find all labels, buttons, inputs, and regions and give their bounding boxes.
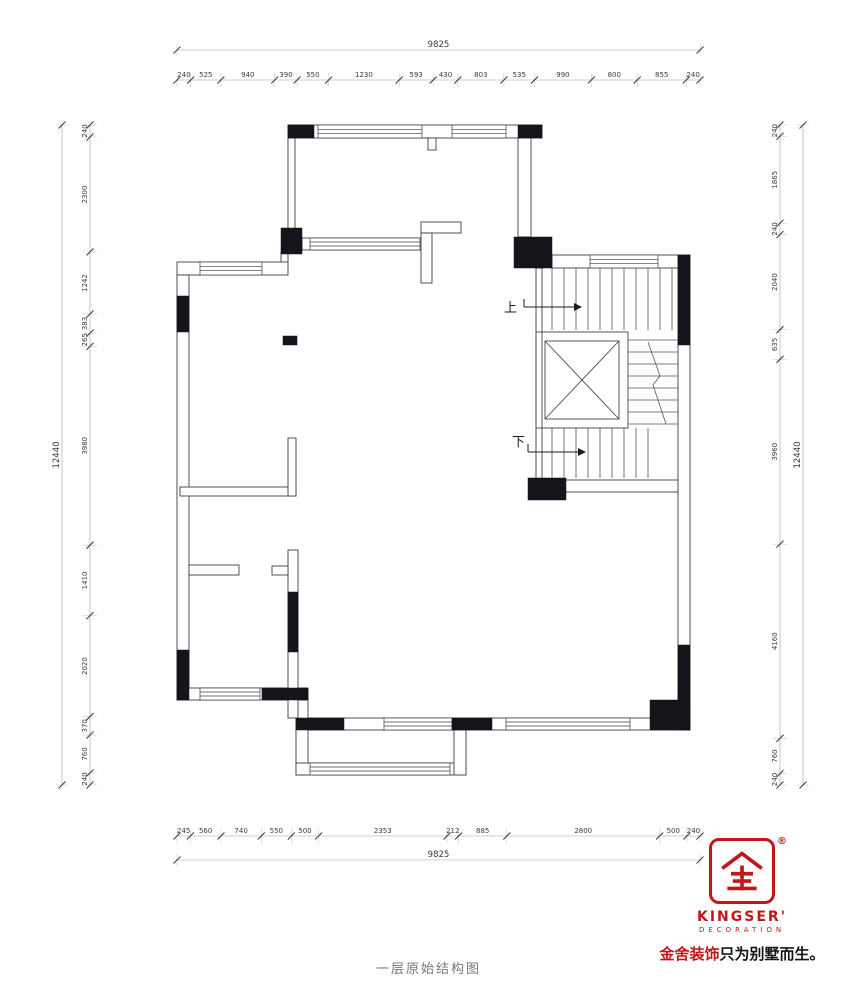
wall-outlines — [176, 124, 691, 776]
kingser-logo: ® KINGSER' DECORATION 金舍装饰只为别墅而生。 — [637, 836, 847, 964]
svg-text:855: 855 — [655, 71, 668, 79]
svg-text:390: 390 — [279, 71, 292, 79]
svg-text:240: 240 — [177, 71, 190, 79]
stair-down-label: 下 — [512, 435, 525, 450]
svg-text:3980: 3980 — [81, 437, 89, 455]
drawing-title: 一层原始结构图 — [375, 962, 481, 977]
svg-text:240: 240 — [771, 773, 779, 786]
svg-text:535: 535 — [513, 71, 526, 79]
svg-text:550: 550 — [270, 827, 283, 835]
svg-text:885: 885 — [476, 827, 489, 835]
svg-text:1410: 1410 — [81, 571, 89, 589]
svg-text:550: 550 — [306, 71, 319, 79]
svg-text:990: 990 — [556, 71, 569, 79]
svg-text:12440: 12440 — [793, 441, 803, 468]
svg-text:2300: 2300 — [81, 186, 89, 204]
svg-text:2040: 2040 — [771, 273, 779, 291]
svg-text:1230: 1230 — [355, 71, 373, 79]
svg-text:240: 240 — [771, 222, 779, 235]
logo-slogan-brand: 金舍装饰 — [659, 945, 720, 963]
svg-text:800: 800 — [608, 71, 621, 79]
svg-text:740: 740 — [234, 827, 247, 835]
svg-text:370: 370 — [81, 719, 89, 732]
logo-seal: ® — [709, 836, 787, 904]
window-hatches — [199, 124, 659, 776]
svg-text:265: 265 — [81, 333, 89, 346]
logo-brand-name: KINGSER' — [697, 909, 787, 925]
svg-text:803: 803 — [474, 71, 487, 79]
dimension-chains: 240 525 940 390 550 1230 593 430 803 535 990 800 855… — [52, 40, 809, 866]
staircase-and-elevator — [523, 268, 678, 478]
svg-text:760: 760 — [771, 749, 779, 762]
svg-text:9825: 9825 — [428, 850, 450, 860]
svg-text:635: 635 — [771, 338, 779, 351]
svg-text:240: 240 — [81, 124, 89, 137]
svg-text:940: 940 — [241, 71, 254, 79]
svg-text:12440: 12440 — [52, 441, 62, 468]
svg-text:1242: 1242 — [81, 274, 89, 292]
svg-text:525: 525 — [199, 71, 212, 79]
svg-text:240: 240 — [686, 71, 699, 79]
stair-up-label: 上 — [504, 301, 517, 316]
svg-text:9825: 9825 — [428, 40, 450, 50]
seal-glyph-icon — [721, 851, 763, 891]
svg-text:593: 593 — [410, 71, 423, 79]
svg-text:240: 240 — [81, 772, 89, 785]
svg-text:2800: 2800 — [574, 827, 592, 835]
svg-text:240: 240 — [771, 124, 779, 137]
svg-text:3960: 3960 — [771, 443, 779, 461]
registered-mark: ® — [777, 836, 787, 847]
svg-text:2020: 2020 — [81, 657, 89, 675]
svg-text:500: 500 — [298, 827, 311, 835]
svg-text:212: 212 — [446, 827, 459, 835]
svg-text:1865: 1865 — [771, 171, 779, 189]
svg-text:760: 760 — [81, 747, 89, 760]
svg-text:383: 383 — [81, 317, 89, 330]
svg-text:430: 430 — [439, 71, 452, 79]
svg-text:240: 240 — [687, 827, 700, 835]
logo-slogan-text: 只为别墅而生。 — [719, 945, 825, 963]
svg-text:2353: 2353 — [374, 827, 392, 835]
logo-brand-subtitle: DECORATION — [698, 926, 786, 934]
svg-text:245: 245 — [177, 827, 190, 835]
logo-slogan: 金舍装饰只为别墅而生。 — [659, 943, 824, 964]
svg-text:500: 500 — [667, 827, 680, 835]
svg-text:560: 560 — [199, 827, 212, 835]
svg-text:4160: 4160 — [771, 632, 779, 650]
structural-columns — [176, 124, 691, 731]
